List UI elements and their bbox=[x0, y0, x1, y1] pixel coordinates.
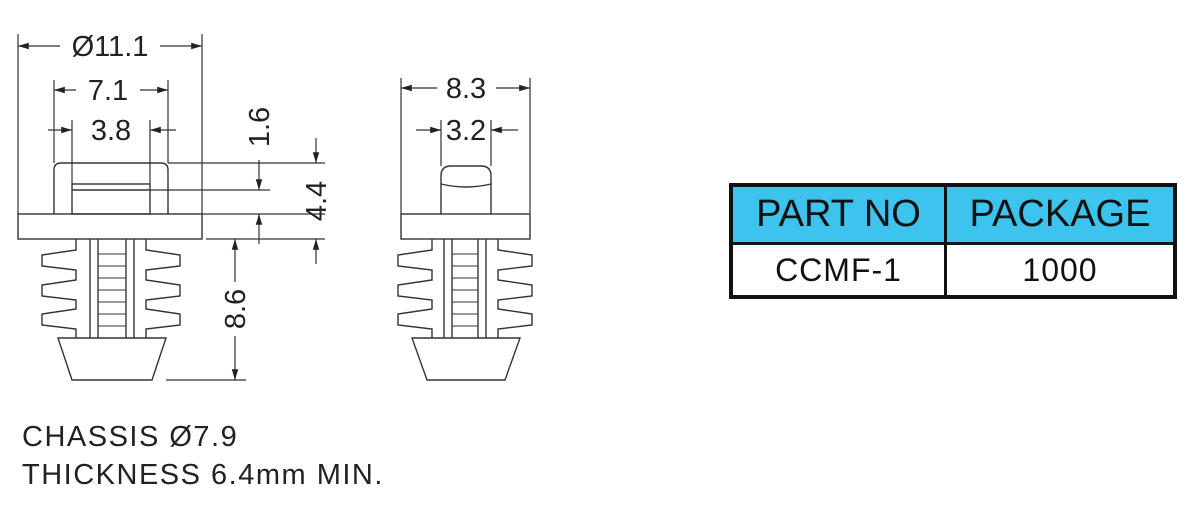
thickness-note: THICKNESS 6.4mm MIN. bbox=[22, 459, 384, 491]
dim-shank-length: 8.6 bbox=[220, 289, 252, 329]
front-view bbox=[17, 162, 203, 381]
dim-side-inner-width: 3.2 bbox=[446, 115, 486, 147]
cell-part-no: CCMF-1 bbox=[733, 245, 947, 295]
dim-side-overall-width: 8.3 bbox=[446, 73, 486, 105]
header-part-no: PART NO bbox=[733, 187, 947, 245]
chassis-diameter-note: CHASSIS Ø7.9 bbox=[22, 421, 239, 453]
cell-package: 1000 bbox=[1022, 251, 1098, 288]
dim-front-width-mid: 7.1 bbox=[88, 75, 128, 107]
side-view bbox=[397, 165, 533, 381]
part-table: PART NO PACKAGE CCMF-1 1000 bbox=[729, 183, 1177, 299]
dim-front-width-inner: 3.8 bbox=[91, 115, 131, 147]
header-package: PACKAGE bbox=[947, 187, 1173, 245]
dim-front-overall-diameter: Ø11.1 bbox=[72, 31, 149, 63]
dim-head-height: 4.4 bbox=[301, 181, 333, 221]
chassis-notes: CHASSIS Ø7.9 THICKNESS 6.4mm MIN. bbox=[22, 418, 384, 494]
dim-head-thickness: 1.6 bbox=[244, 107, 276, 147]
